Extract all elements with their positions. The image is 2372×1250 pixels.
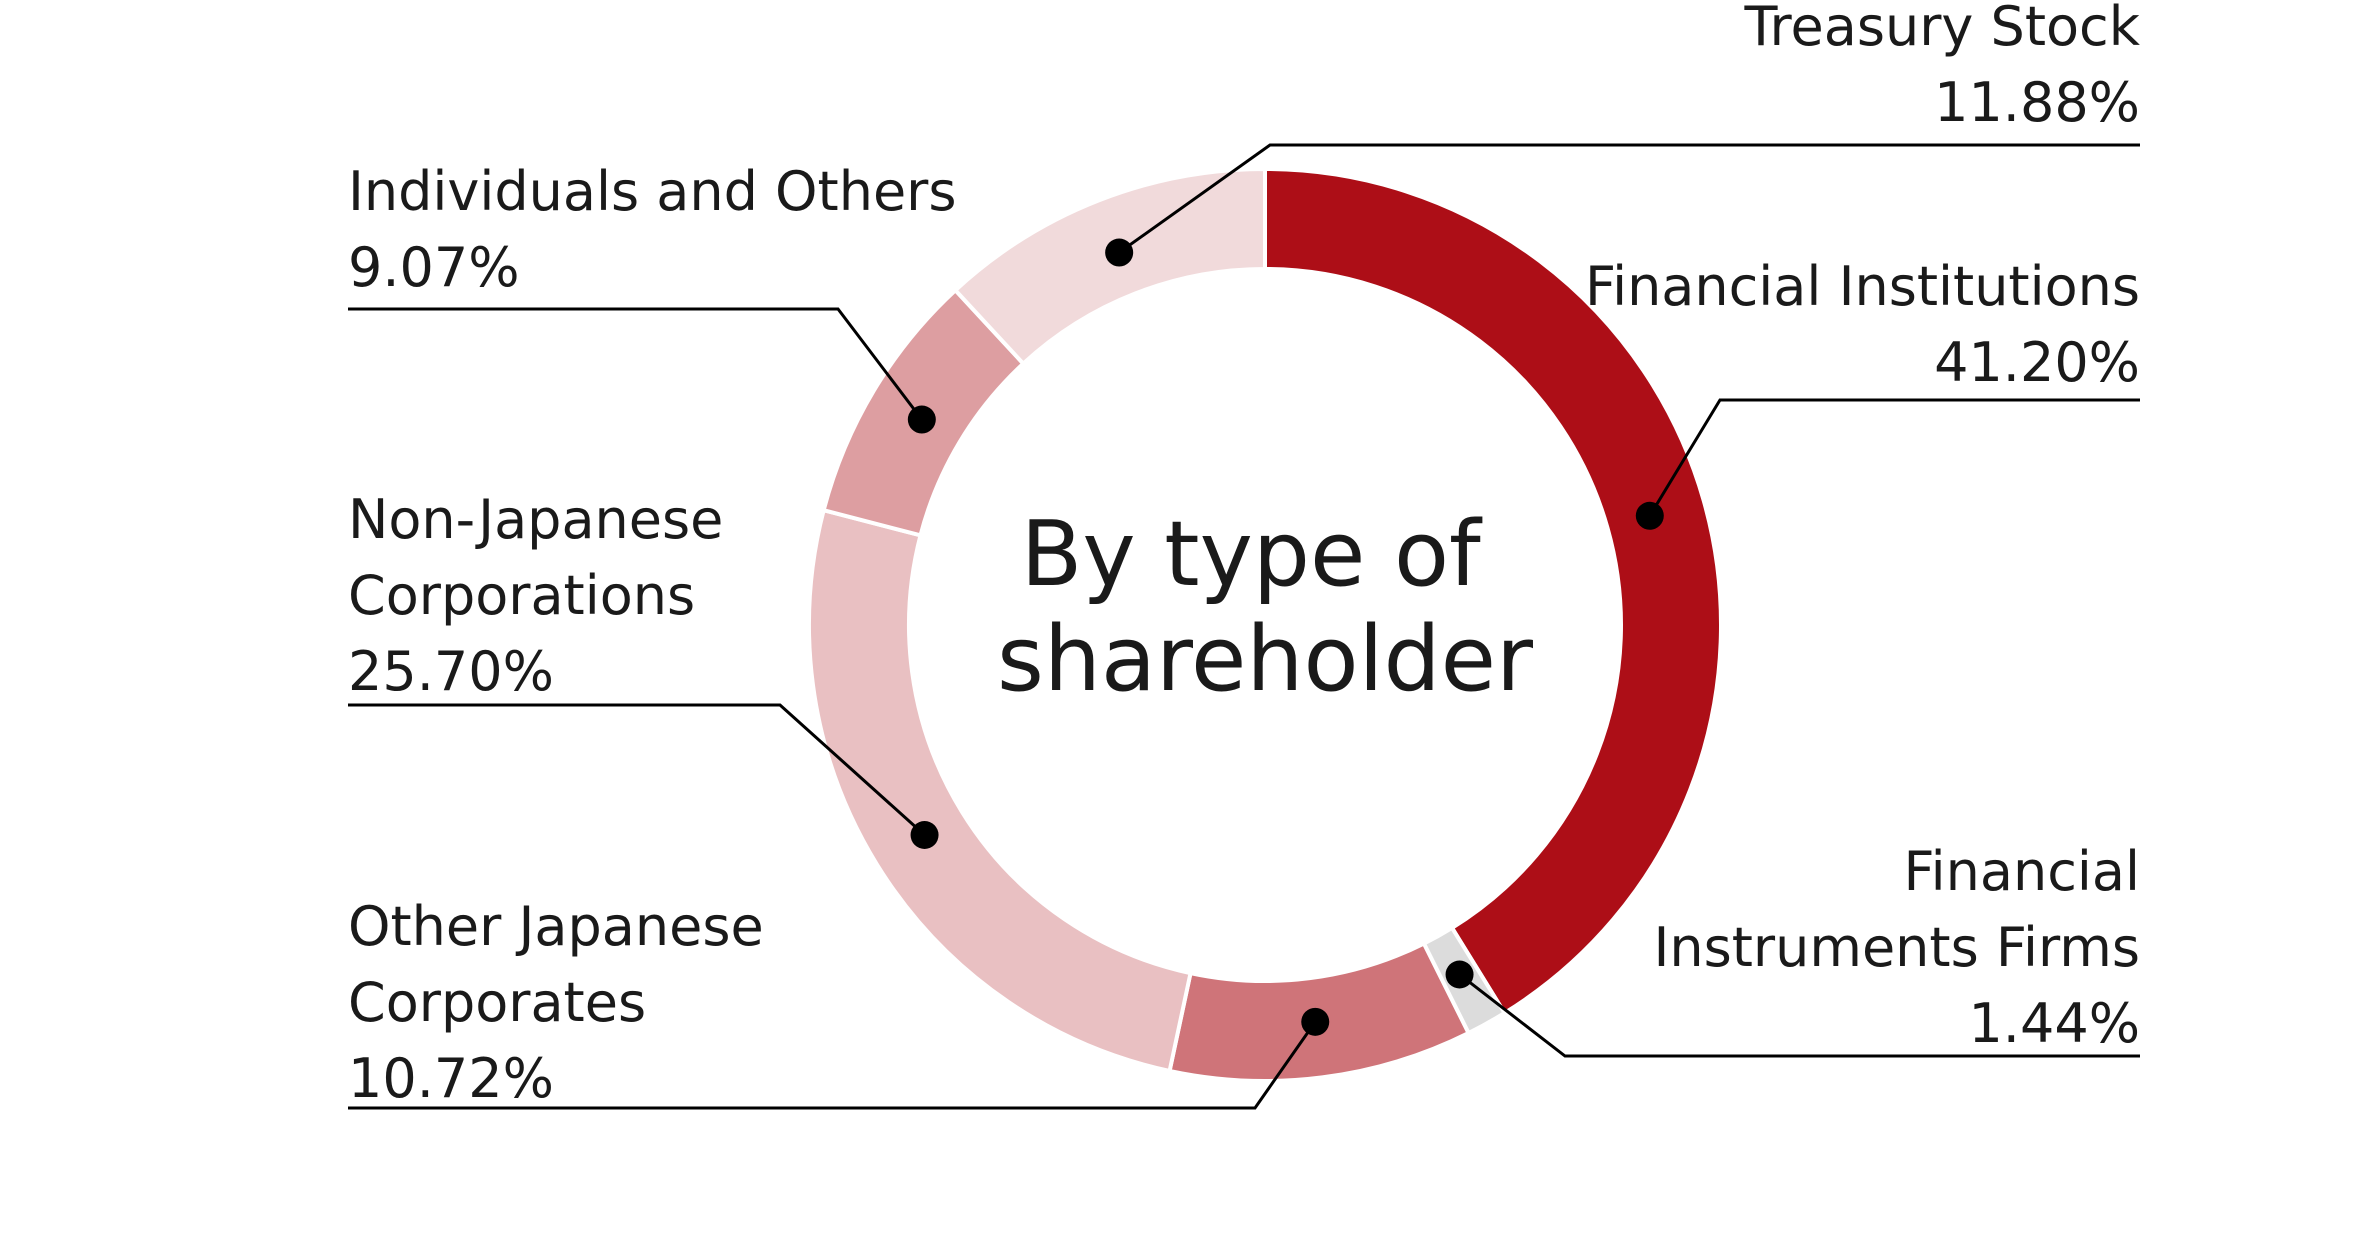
slice-1: [1263, 166, 1723, 1016]
slices-group: [807, 166, 1723, 1083]
center-label-line-1: By type of: [1021, 502, 1483, 607]
slice-value-1: 41.20%: [1934, 331, 2140, 394]
leader-dot-1: [1635, 501, 1664, 530]
slice-value-6: 11.88%: [1934, 71, 2140, 134]
slice-label-4-line-2: Corporations: [348, 564, 695, 627]
leader-lines-group: [348, 143, 2140, 1110]
center-label-line-2: shareholder: [997, 607, 1533, 712]
labels-group: Financial Institutions 41.20% FinancialIns…: [348, 0, 2141, 1110]
slice-value-3: 10.72%: [348, 1047, 554, 1110]
slice-value-5: 9.07%: [348, 236, 520, 299]
leader-dot-3: [1301, 1007, 1330, 1036]
leader-dot-6: [1105, 238, 1134, 267]
slice-label-4-line-1: Non-Japanese: [348, 488, 723, 551]
slice-4: [807, 507, 1193, 1074]
slice-label-2-line-2: Instruments Firms: [1653, 916, 2140, 979]
slice-6: [952, 166, 1267, 367]
leader-dot-5: [907, 405, 936, 434]
slice-label-5-line-1: Individuals and Others: [348, 160, 957, 223]
leader-line-3: [348, 1020, 1317, 1110]
center-label: By type of shareholder: [997, 502, 1533, 712]
leader-line-2: [1458, 973, 2140, 1058]
slice-label-3-line-1: Other Japanese: [348, 895, 764, 958]
slice-label-3-line-2: Corporates: [348, 971, 646, 1034]
slice-label-2-line-1: Financial: [1904, 840, 2140, 903]
slice-label-1-line-1: Financial Institutions: [1585, 255, 2140, 318]
slice-value-2: 1.44%: [1968, 992, 2140, 1055]
slice-label-6-line-1: Treasury Stock: [1743, 0, 2140, 58]
leader-line-4: [348, 703, 926, 837]
leader-dot-4: [910, 820, 939, 849]
leader-line-6: [1118, 143, 2140, 254]
leader-line-5: [348, 307, 924, 421]
slice-value-4: 25.70%: [348, 640, 554, 703]
leader-line-1: [1648, 398, 2140, 517]
leader-dot-2: [1445, 960, 1474, 989]
